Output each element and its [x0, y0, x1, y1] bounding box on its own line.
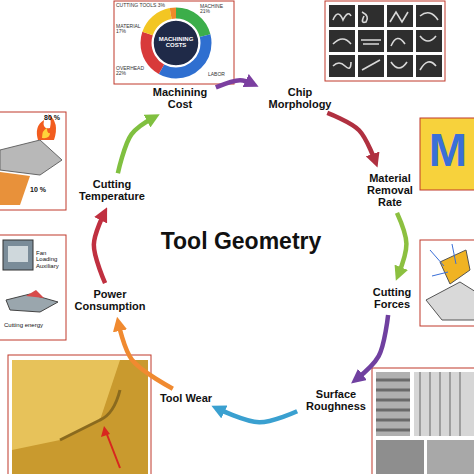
flame-icon [42, 128, 50, 138]
wear-edge [60, 390, 120, 440]
donut-center [153, 20, 199, 66]
cycle-arrow [118, 322, 173, 388]
donut-segment [146, 13, 206, 73]
chip-photo [387, 30, 413, 52]
donut-segment [146, 13, 206, 73]
node-label: Chip Morphology [265, 86, 335, 110]
cycle-node: Power Consumption [68, 287, 152, 313]
image-label: 10 % [30, 186, 52, 193]
image-frame [372, 368, 474, 474]
machine-window [8, 246, 28, 262]
chip-shape [333, 39, 351, 44]
energy-chart [6, 294, 58, 312]
image-label: LABOR [208, 72, 232, 77]
chip-photos [329, 5, 442, 77]
cycle-node: Machining Cost [148, 85, 212, 111]
node-label: Tool Wear [156, 392, 216, 404]
chip-photo [416, 5, 442, 27]
chip-shape [361, 40, 381, 44]
chip-photo [387, 5, 413, 27]
surface-photo [420, 372, 460, 436]
cycle-node: Material Removal Rate [363, 171, 417, 209]
chip-photo [416, 30, 442, 52]
image-frame [325, 1, 445, 81]
cycle-node: Chip Morphology [263, 85, 337, 111]
chip-shape [420, 62, 436, 70]
image-label: OVERHEAD 22% [116, 66, 148, 77]
surface-photo [376, 440, 424, 474]
node-label: Machining Cost [150, 86, 210, 110]
cycle-node: Surface Roughness [301, 387, 371, 413]
chip-shape [420, 13, 438, 20]
node-label: Material Removal Rate [365, 172, 415, 208]
image-label: MACHINE 21% [200, 4, 232, 15]
chip-photo [387, 55, 413, 77]
image-label: Cutting energy [4, 322, 62, 328]
image-label: 80 % [44, 114, 66, 121]
energy-chart [26, 290, 44, 298]
image-frame [0, 235, 66, 340]
image-frame [420, 240, 474, 326]
cycle-arrow [397, 213, 406, 276]
thread-photo [376, 372, 410, 436]
chip-photo [329, 55, 355, 77]
chip-photo [329, 30, 355, 52]
chip-shape [390, 12, 408, 22]
image-frame [114, 1, 234, 84]
node-label: Surface Roughness [303, 388, 369, 412]
tool-insert [0, 140, 62, 175]
donut-segment [146, 13, 206, 73]
image-label: Fan Loading Auxiliary [36, 250, 64, 269]
cycle-node: Cutting Forces [366, 285, 418, 311]
chip-shape [333, 62, 351, 68]
chip-photo [416, 55, 442, 77]
cycle-node: Tool Wear [154, 391, 218, 405]
chip-photo [358, 55, 384, 77]
tool-sketch [440, 250, 470, 284]
pointer-arrow [101, 426, 110, 437]
chip-photo [358, 5, 384, 27]
image-frame [8, 355, 151, 474]
center-title: Tool Geometry [161, 228, 322, 255]
force-vector [430, 244, 456, 276]
donut-segment [146, 13, 206, 73]
node-label: Cutting Temperature [72, 178, 152, 202]
logo-letter: M [424, 126, 472, 174]
image-frame [420, 118, 474, 190]
machine-photo [3, 240, 33, 270]
image-frame [0, 112, 66, 210]
pointer-arrow [106, 432, 120, 468]
worn-insert-photo [12, 360, 120, 450]
chip-photo [358, 30, 384, 52]
image-label: CUTTING TOOLS 3% [116, 3, 166, 8]
cycle-arrow [118, 117, 155, 173]
chip-shapes [333, 12, 438, 70]
thread-photo [376, 380, 410, 430]
surface-photo [427, 440, 474, 474]
donut-chart [146, 13, 206, 73]
cycle-arrow [217, 408, 298, 422]
worn-insert-photo [12, 360, 148, 474]
node-label: Power Consumption [70, 288, 150, 312]
surface-photo [414, 372, 474, 436]
chip-shape [391, 62, 407, 68]
cycle-arrow [216, 80, 254, 87]
cycle-arrow [94, 212, 105, 283]
image-label: MATERIAL 17% [116, 24, 146, 35]
chip-shape [420, 36, 436, 41]
chip-shape [362, 12, 367, 22]
chip-shape [391, 38, 405, 46]
node-label: Cutting Forces [368, 286, 416, 310]
workpiece-sketch [426, 282, 474, 320]
workpiece [0, 172, 30, 205]
cycle-node: Cutting Temperature [70, 177, 154, 203]
image-label: MACHINING COSTS [155, 36, 197, 49]
cycle-arrow [356, 315, 389, 380]
chip-shape [362, 60, 380, 70]
chip-shape [333, 14, 351, 20]
chip-photo [329, 5, 355, 27]
donut-segment [146, 13, 206, 73]
cycle-arrow [327, 113, 375, 162]
